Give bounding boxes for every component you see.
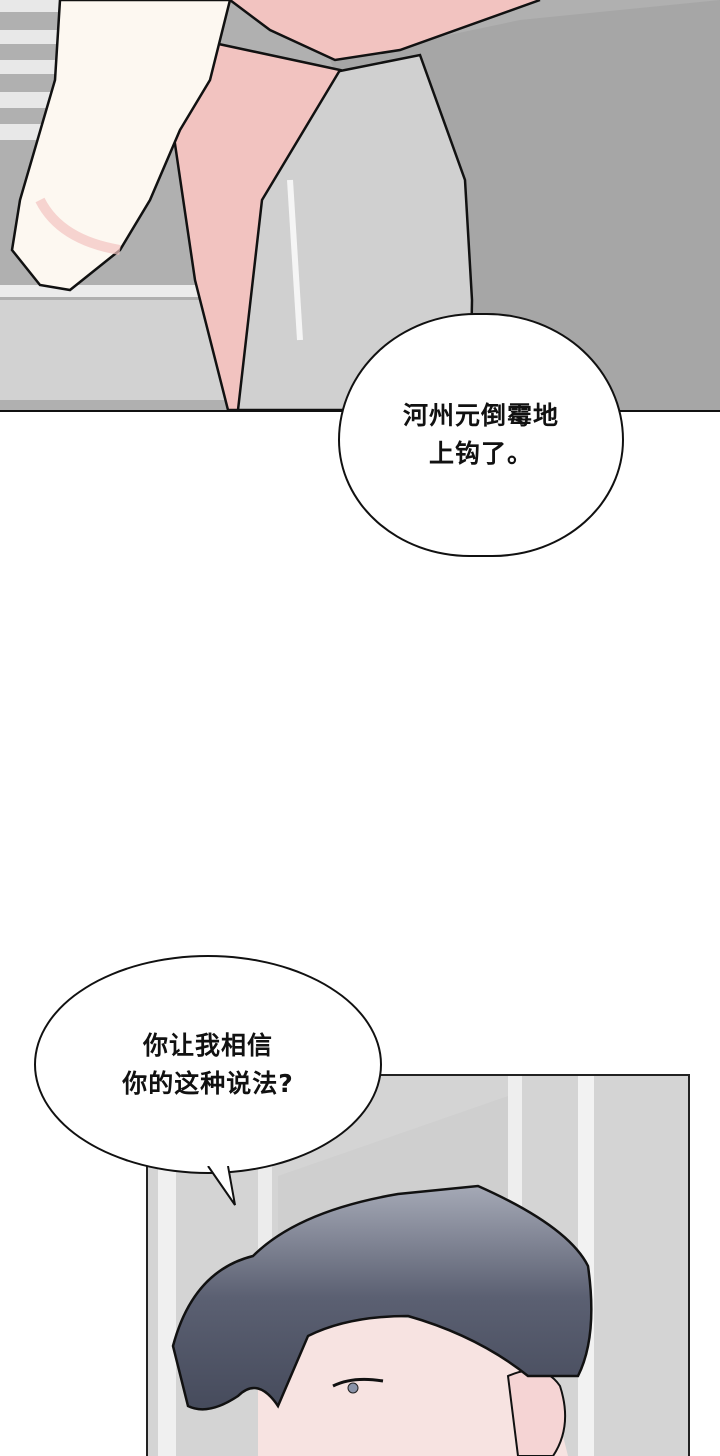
speech-bubble-1: 河州元倒霉地 上钩了。: [338, 313, 624, 557]
speech-bubble-1-text: 河州元倒霉地 上钩了。: [402, 401, 559, 468]
arm-over-shoulder-illustration: [0, 0, 720, 410]
comic-panel-top: [0, 0, 720, 412]
speech-bubble-2-text: 你让我相信 你的这种说法?: [122, 1030, 294, 1098]
speech-bubble-2: 你让我相信 你的这种说法?: [34, 955, 382, 1174]
